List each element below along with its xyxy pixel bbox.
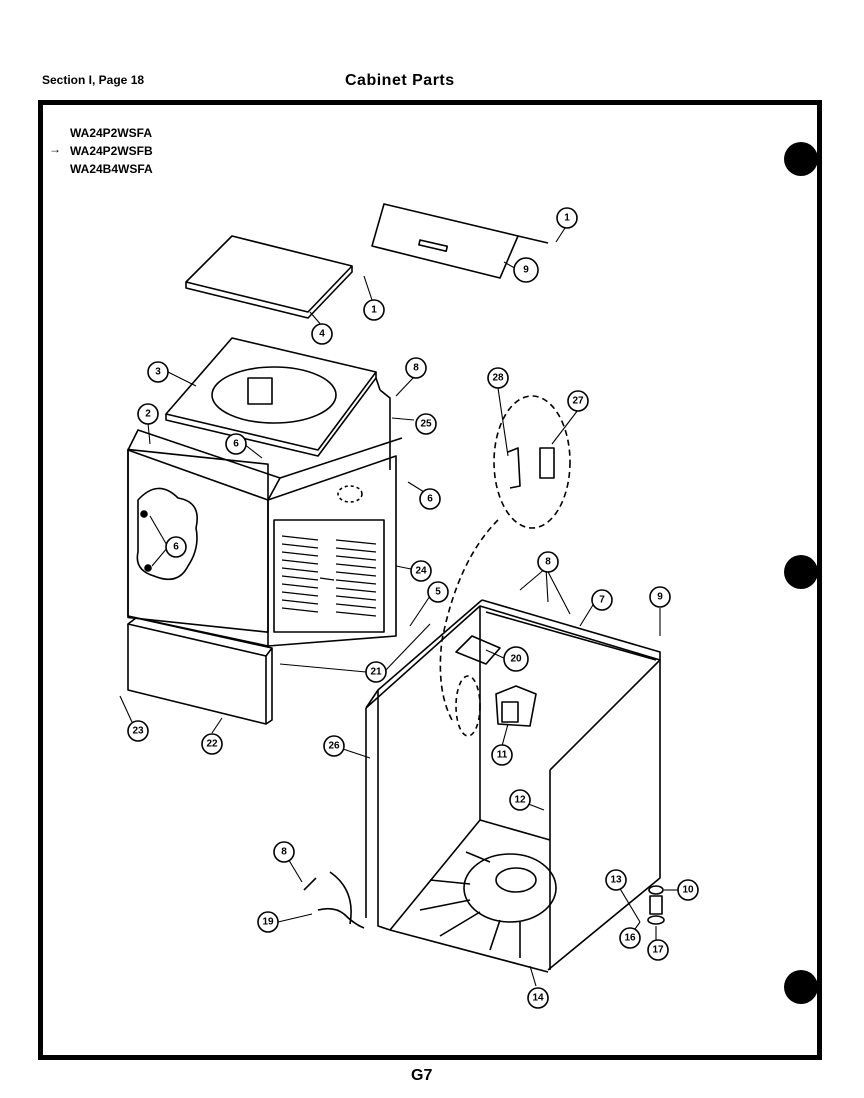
callout-marker: 25: [415, 413, 437, 435]
callout-number: 27: [572, 396, 584, 407]
callout-marker: 19: [257, 911, 279, 933]
callout-number: 5: [435, 587, 441, 598]
callout-marker: 8: [273, 841, 295, 863]
callout-marker: 9: [513, 257, 539, 283]
callout-marker: 1: [363, 299, 385, 321]
model-number: WA24B4WSFA: [70, 162, 153, 176]
callout-marker: 28: [487, 367, 509, 389]
lower-panel-part: [127, 617, 273, 725]
callout-marker: 8: [405, 357, 427, 379]
cabinet-top-part: [165, 337, 377, 457]
base-part: [419, 851, 557, 958]
callout-number: 19: [262, 917, 274, 928]
binder-hole: [784, 142, 818, 176]
rear-bracket-part: [375, 377, 391, 470]
callout-marker: 12: [509, 789, 531, 811]
callout-number: 13: [610, 875, 622, 886]
callout-marker: 27: [567, 390, 589, 412]
callout-marker: 17: [647, 939, 669, 961]
callout-number: 23: [132, 726, 144, 737]
callout-number: 2: [145, 409, 151, 420]
callout-number: 26: [328, 741, 340, 752]
callout-number: 6: [173, 542, 179, 553]
callout-marker: 23: [127, 720, 149, 742]
switch-bracket-part: [455, 635, 501, 665]
callout-marker: 14: [527, 987, 549, 1009]
callout-marker: 22: [201, 733, 223, 755]
capacitor-part: [539, 447, 555, 479]
callout-number: 6: [427, 494, 433, 505]
callout-marker: 13: [605, 869, 627, 891]
callout-number: 8: [545, 557, 551, 568]
model-number: WA24P2WSFB: [70, 144, 153, 158]
callout-number: 8: [413, 363, 419, 374]
binder-hole: [784, 970, 818, 1004]
callout-number: 7: [599, 595, 605, 606]
callout-number: 10: [682, 885, 694, 896]
model-list: WA24P2WSFA WA24P2WSFB WA24B4WSFA: [70, 124, 153, 178]
callout-number: 24: [415, 566, 427, 577]
callout-marker: 7: [591, 589, 613, 611]
callout-number: 16: [624, 933, 636, 944]
callout-number: 14: [532, 993, 544, 1004]
callout-marker: 16: [619, 927, 641, 949]
callout-number: 8: [281, 847, 287, 858]
page-code: G7: [411, 1067, 433, 1084]
callout-marker: 9: [649, 586, 671, 608]
callout-number: 4: [319, 329, 325, 340]
lid-switch-part: [495, 685, 537, 727]
main-cabinet-part: [365, 599, 661, 973]
callout-marker: 1: [556, 207, 578, 229]
callout-number: 25: [420, 419, 432, 430]
callout-number: 28: [492, 373, 504, 384]
callout-number: 11: [497, 750, 508, 761]
callout-number: 22: [206, 739, 218, 750]
callout-number: 1: [371, 305, 377, 316]
callout-number: 21: [370, 667, 382, 678]
callout-number: 12: [514, 795, 526, 806]
capacitor-bracket-part: [507, 447, 521, 489]
top-lid-part: [185, 235, 353, 319]
callout-number: 20: [510, 654, 522, 665]
callout-marker: 8: [537, 551, 559, 573]
callout-marker: 4: [311, 323, 333, 345]
section-page-label: Section I, Page 18: [42, 73, 145, 87]
callout-marker: 20: [503, 646, 529, 672]
page-title: Cabinet Parts: [345, 72, 455, 89]
callout-marker: 2: [137, 403, 159, 425]
side-panel-part: [267, 437, 403, 647]
callout-number: 1: [564, 213, 570, 224]
callout-number: 6: [233, 439, 239, 450]
diagram-frame: [38, 100, 822, 1060]
callout-marker: 21: [365, 661, 387, 683]
callout-number: 9: [657, 592, 663, 603]
panel-cover-part: [371, 203, 549, 279]
leveling-leg-part: [647, 885, 665, 925]
model-number: WA24P2WSFA: [70, 126, 153, 140]
callout-marker: 10: [677, 879, 699, 901]
callout-marker: 3: [147, 361, 169, 383]
callout-marker: 6: [225, 433, 247, 455]
callout-marker: 24: [410, 560, 432, 582]
callout-marker: 26: [323, 735, 345, 757]
callout-number: 17: [652, 945, 664, 956]
callout-number: 9: [523, 265, 529, 276]
callout-number: 3: [155, 367, 161, 378]
current-model-arrow-icon: →: [49, 142, 61, 156]
callout-marker: 6: [419, 488, 441, 510]
callout-marker: 6: [165, 536, 187, 558]
front-panel-part: [127, 429, 281, 647]
callout-marker: 5: [427, 581, 449, 603]
screw-part: [303, 871, 365, 929]
binder-hole: [784, 555, 818, 589]
callout-marker: 11: [491, 744, 513, 766]
capacitor-group-outline: [493, 395, 571, 529]
